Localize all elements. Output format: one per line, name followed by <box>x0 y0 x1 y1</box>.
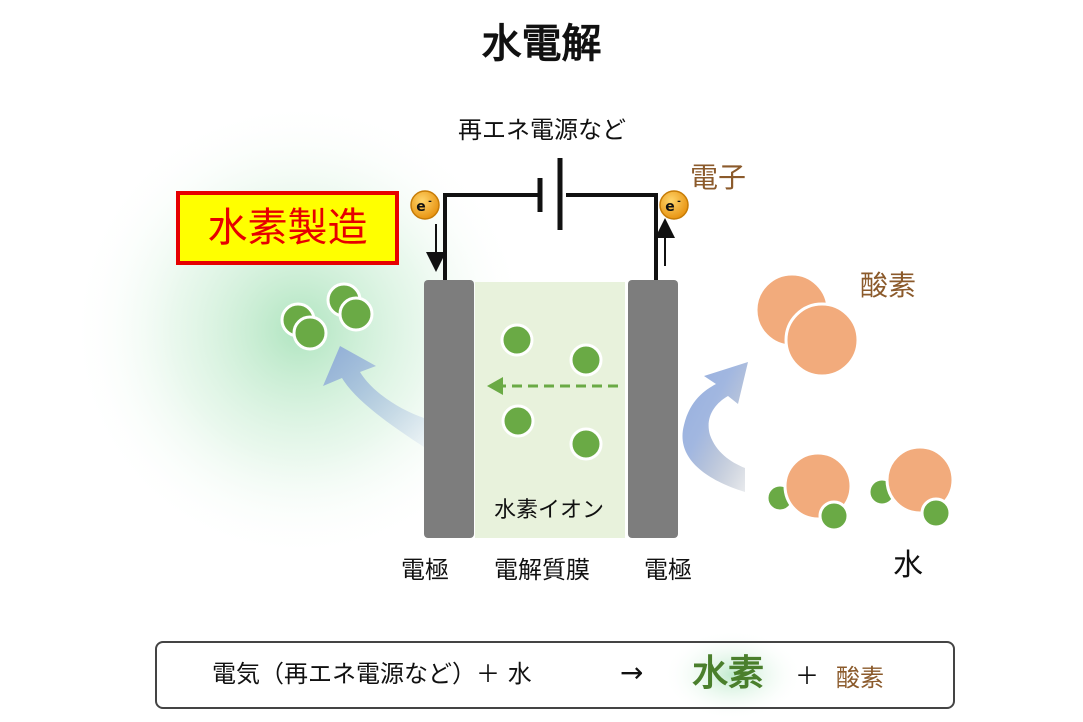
electron-charge-left: - <box>428 197 432 207</box>
hydrogen-production-text: 水素製造 <box>207 205 368 251</box>
electrode-left-label: 電極 <box>401 556 449 584</box>
hydrogen-production-badge: 水素製造 <box>176 191 399 265</box>
hydrogen-ion <box>501 404 535 438</box>
oxygen-molecule <box>754 272 860 378</box>
electron-left: e - <box>410 190 440 220</box>
equation-arrow: → <box>620 656 644 689</box>
electrode-right-label: 電極 <box>644 556 692 584</box>
ion-migration-arrowhead <box>487 377 503 395</box>
electrode-left <box>424 280 474 538</box>
equation-hydrogen: 水素 <box>692 653 765 694</box>
electron-right: e - <box>659 190 689 220</box>
electrode-right <box>628 280 678 538</box>
water-label: 水 <box>893 548 923 583</box>
hydrogen-ion <box>500 323 534 357</box>
hydrogen-ion <box>569 427 603 461</box>
hydrogen-molecule <box>280 302 328 351</box>
power-source-label: 再エネ電源など <box>458 116 626 144</box>
electron-symbol-left: e <box>416 199 426 215</box>
wire-right <box>566 193 658 282</box>
electron-label: 電子 <box>690 161 747 194</box>
electrolyte-membrane <box>475 282 625 538</box>
water-molecule <box>765 451 853 532</box>
hydrogen-molecule <box>326 282 374 332</box>
hydrogen-ion <box>569 343 603 377</box>
diagram-title: 水電解 <box>481 21 602 67</box>
equation-hydrogen-glow <box>663 630 803 720</box>
hydrogen-ion-label: 水素イオン <box>494 498 605 523</box>
electron-symbol-right: e <box>665 199 675 215</box>
hydrogen-output-arrow <box>323 346 424 447</box>
water-oxygen-flow-arrow <box>682 362 748 492</box>
membrane-label: 電解質膜 <box>494 556 590 584</box>
oxygen-label: 酸素 <box>860 269 917 302</box>
equation-oxygen: 酸素 <box>836 664 884 692</box>
equation-box <box>155 641 955 709</box>
hydrogen-ions <box>500 323 603 461</box>
water-molecule <box>867 445 955 529</box>
equation-reactants: 電気（再エネ電源など）＋ 水 <box>212 660 532 688</box>
equation-plus: ＋ <box>795 662 819 690</box>
electron-charge-right: - <box>677 197 681 207</box>
